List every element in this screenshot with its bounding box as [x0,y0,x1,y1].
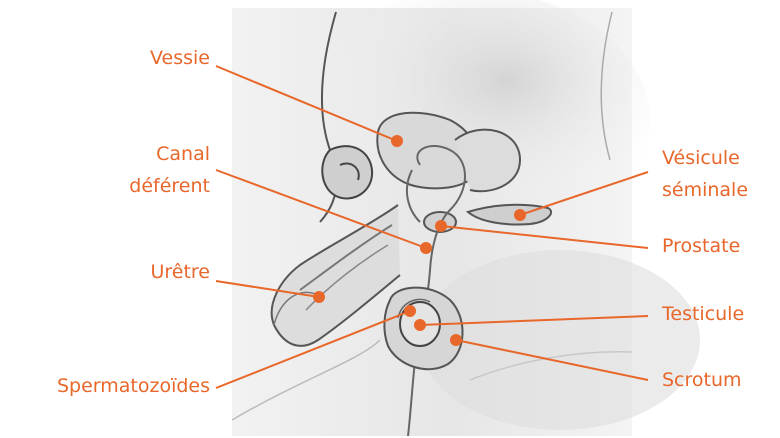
dot-uretre [314,292,324,302]
dot-canal [421,243,431,253]
dot-scrotum [451,335,461,345]
label-vessie: Vessie [150,46,210,70]
label-scrotum: Scrotum [662,368,742,392]
label-vesicule-line1: Vésicule [662,146,740,170]
dot-prostate [436,221,446,231]
label-canal-line2: déférent [129,174,210,198]
label-testicule: Testicule [662,302,744,326]
label-spermatozoides: Spermatozoïdes [57,374,210,398]
label-canal-line1: Canal [156,142,210,166]
dot-vessie [392,136,402,146]
dot-testicule [415,320,425,330]
label-prostate: Prostate [662,234,740,258]
illustration [232,0,700,436]
label-vesicule-line2: séminale [662,178,748,202]
label-uretre: Urêtre [150,260,210,284]
dot-vesicule [515,210,525,220]
dot-sperma [405,306,415,316]
